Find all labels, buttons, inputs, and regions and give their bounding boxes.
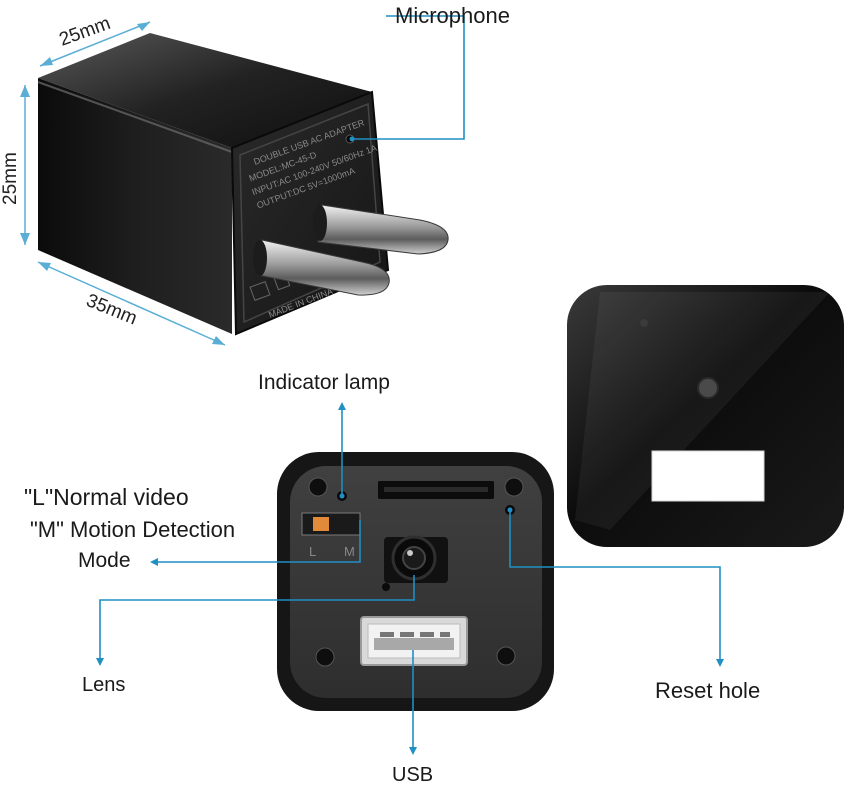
microphone-callout-line: [352, 15, 465, 140]
dimension-depth: 35mm: [83, 290, 140, 329]
usb-window: [651, 450, 765, 502]
adapter-side-face: [38, 78, 232, 334]
mode-label: Mode: [78, 549, 131, 572]
mode-callout-line: [152, 520, 361, 563]
mode-l-label: "L"Normal video: [24, 484, 189, 510]
adapter-3d-view: DOUBLE USB AC ADAPTER MODEL:MC-45-D INPU…: [37, 33, 449, 336]
cert-mark-icon: [249, 281, 271, 301]
microphone-hole-back: [382, 583, 390, 591]
adapter-glossy-front: [567, 285, 844, 547]
indicator-dot: [640, 319, 648, 327]
mode-switch-knob: [313, 517, 329, 531]
lens-label: Lens: [82, 674, 125, 696]
plug-pin-upper: [313, 204, 449, 255]
mode-m-label: "M" Motion Detection: [30, 517, 235, 542]
usb-label: USB: [392, 764, 433, 786]
camera-pinhole: [697, 377, 719, 399]
dimension-width: 25mm: [57, 13, 114, 51]
mode-switch: L M: [301, 512, 361, 559]
dimension-lines: [20, 21, 226, 346]
usb-port: [360, 616, 468, 666]
reset-hole-label: Reset hole: [655, 678, 760, 703]
lens-callout-line: [99, 575, 415, 664]
adapter-back-panel: L M: [277, 452, 554, 711]
plug-pin-lower: [253, 239, 390, 296]
indicator-lamp-label: Indicator lamp: [258, 371, 390, 394]
adapter-top-face: [38, 33, 372, 148]
microphone-label: Microphone: [395, 3, 510, 28]
camera-lens: [382, 535, 448, 591]
dimension-height: 25mm: [0, 152, 21, 205]
switch-m-label: M: [344, 544, 355, 559]
switch-l-label: L: [309, 544, 316, 559]
reset-hole-callout-line: [509, 510, 721, 664]
